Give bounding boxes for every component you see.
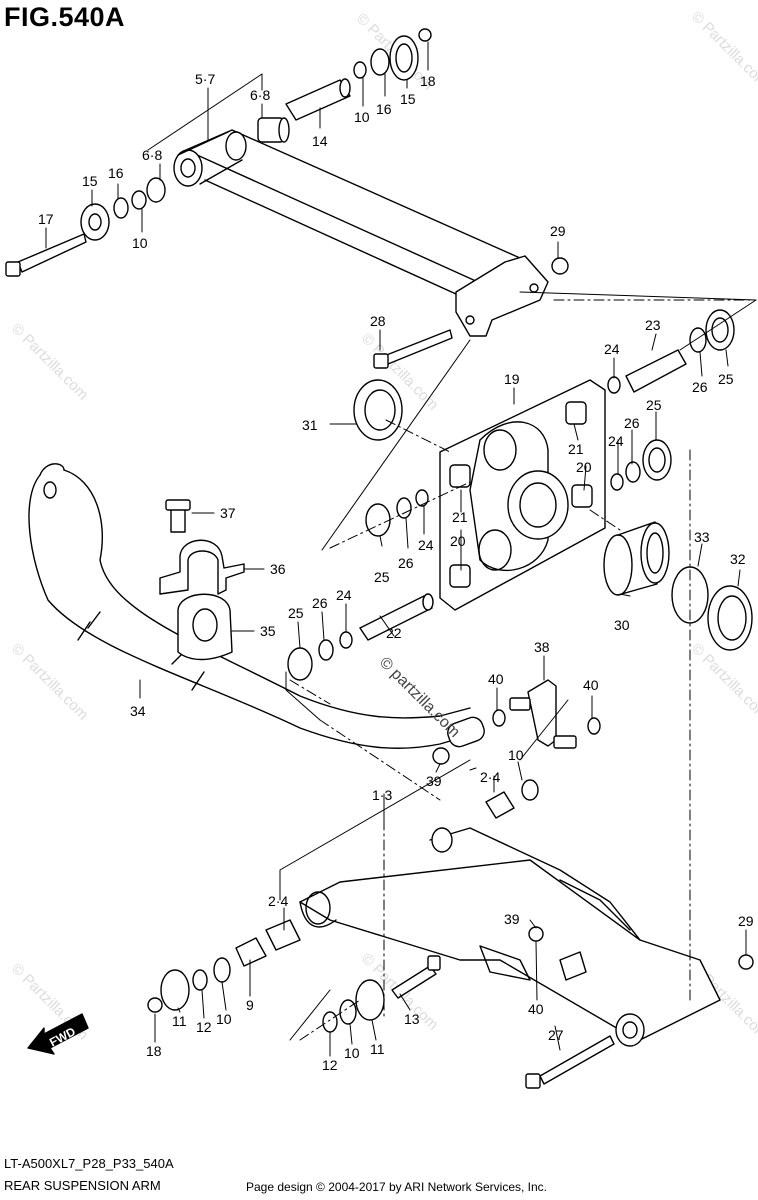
copyright-credit: Page design © 2004-2017 by ARI Network S… bbox=[246, 1180, 548, 1194]
seal-part bbox=[707, 585, 753, 651]
callout-label: 36 bbox=[270, 561, 286, 577]
callout-label: 15 bbox=[400, 91, 416, 107]
callout-label: 16 bbox=[108, 165, 124, 181]
cross-tube-part bbox=[173, 129, 549, 337]
callout-label: 24 bbox=[604, 341, 620, 357]
callout-label: 11 bbox=[370, 1041, 385, 1057]
callout-label: 10 bbox=[354, 109, 370, 125]
callout-label: 12 bbox=[322, 1057, 338, 1073]
bushing-part bbox=[177, 593, 233, 661]
callout-label: 38 bbox=[534, 639, 550, 655]
callout-labels: 5·7 6·8 6·8 14 10 16 15 18 15 16 10 17 2… bbox=[38, 71, 754, 1073]
collar-part bbox=[147, 919, 441, 1033]
callout-label: 25 bbox=[288, 605, 304, 621]
callout-label: 10 bbox=[216, 1011, 232, 1027]
bushing-part bbox=[80, 28, 432, 241]
lower-arm-part bbox=[299, 827, 754, 1047]
callout-label: 13 bbox=[404, 1011, 420, 1027]
bolt-part bbox=[373, 329, 453, 369]
callout-label: 30 bbox=[614, 617, 630, 633]
bracket-lines bbox=[147, 73, 757, 1041]
callout-label: 1·3 bbox=[372, 787, 392, 803]
callout-label: 40 bbox=[583, 677, 599, 693]
callout-label: 12 bbox=[196, 1019, 212, 1035]
callout-label: 33 bbox=[694, 529, 710, 545]
collar-part bbox=[485, 779, 539, 819]
knuckle-part bbox=[439, 379, 606, 611]
callout-label: 21 bbox=[568, 441, 584, 457]
callout-label: 34 bbox=[130, 703, 146, 719]
callout-label: 26 bbox=[312, 595, 328, 611]
figure-title: FIG.540A bbox=[4, 2, 126, 32]
callout-label: 35 bbox=[260, 623, 276, 639]
fwd-arrow-icon: FWD bbox=[27, 1013, 89, 1055]
bolt-part bbox=[5, 233, 87, 277]
callout-label: 24 bbox=[336, 587, 352, 603]
alignment-lines bbox=[289, 299, 757, 1041]
callout-label: 6·8 bbox=[250, 87, 270, 103]
seal-part bbox=[353, 379, 403, 441]
callout-label: 25 bbox=[718, 371, 734, 387]
callout-label: 37 bbox=[220, 505, 236, 521]
nut-part bbox=[551, 257, 569, 275]
callout-label: 26 bbox=[692, 379, 708, 395]
callout-label: 10 bbox=[344, 1045, 360, 1061]
callout-label: 26 bbox=[398, 555, 414, 571]
callout-label: 25 bbox=[646, 397, 662, 413]
collar-part bbox=[287, 593, 434, 681]
callout-label: 18 bbox=[146, 1043, 162, 1059]
callout-label: 9 bbox=[246, 997, 254, 1013]
callout-label: 25 bbox=[374, 569, 390, 585]
callout-label: 5·7 bbox=[195, 71, 215, 87]
callout-label: 10 bbox=[508, 747, 524, 763]
callout-label: 21 bbox=[452, 509, 468, 525]
callout-label: 31 bbox=[302, 417, 318, 433]
section-name: REAR SUSPENSION ARM bbox=[4, 1178, 161, 1193]
callout-label: 15 bbox=[82, 173, 98, 189]
leader-lines bbox=[45, 41, 747, 1057]
callout-label: 39 bbox=[504, 911, 520, 927]
callout-label: 14 bbox=[312, 133, 328, 149]
callout-label: 27 bbox=[548, 1027, 564, 1043]
link-rod-part bbox=[432, 679, 601, 765]
model-code: LT-A500XL7_P28_P33_540A bbox=[4, 1156, 174, 1171]
callout-label: 29 bbox=[738, 913, 754, 929]
clamp-part bbox=[159, 499, 245, 595]
callout-label: 6·8 bbox=[142, 147, 162, 163]
callout-label: 17 bbox=[38, 211, 54, 227]
bolt-part bbox=[525, 1035, 615, 1089]
callout-label: 24 bbox=[418, 537, 434, 553]
callout-label: 40 bbox=[528, 1001, 544, 1017]
callout-label: 28 bbox=[370, 313, 386, 329]
callout-label: 20 bbox=[576, 459, 592, 475]
callout-label: 10 bbox=[132, 235, 148, 251]
callout-label: 16 bbox=[376, 101, 392, 117]
callout-label: 19 bbox=[504, 371, 520, 387]
callout-label: 11 bbox=[172, 1013, 187, 1029]
callout-label: 40 bbox=[488, 671, 504, 687]
callout-label: 2·4 bbox=[268, 893, 288, 909]
callout-label: 18 bbox=[420, 73, 436, 89]
callout-label: 26 bbox=[624, 415, 640, 431]
callout-label: 20 bbox=[450, 533, 466, 549]
callout-label: 29 bbox=[550, 223, 566, 239]
callout-label: 23 bbox=[645, 317, 661, 333]
circlip-part bbox=[671, 566, 709, 624]
collar-part bbox=[365, 309, 735, 537]
callout-label: 32 bbox=[730, 551, 746, 567]
callout-label: 24 bbox=[608, 433, 624, 449]
callout-label: 2·4 bbox=[480, 769, 500, 785]
callout-label: 39 bbox=[426, 773, 442, 789]
bearing-part bbox=[603, 521, 670, 596]
callout-label: 22 bbox=[386, 625, 402, 641]
